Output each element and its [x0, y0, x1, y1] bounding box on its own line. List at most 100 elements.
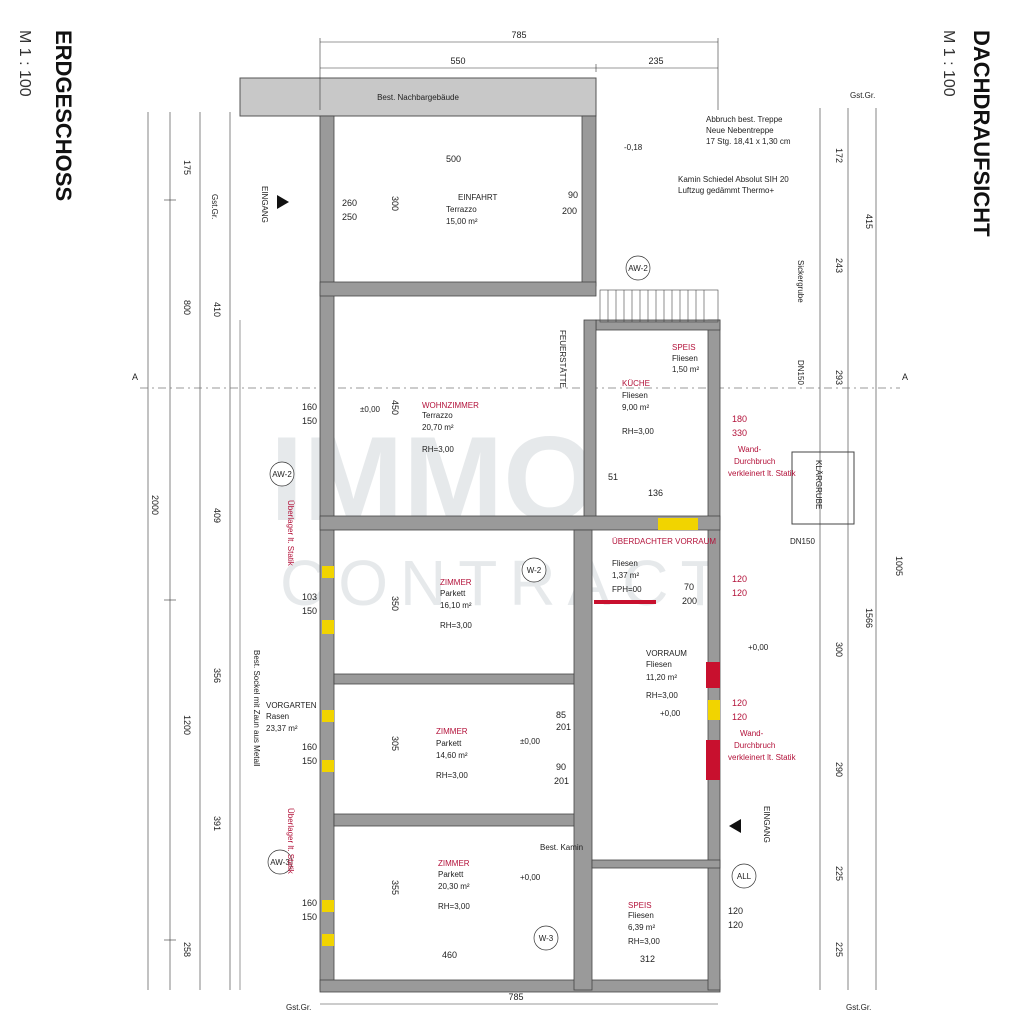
level-note-3: ±0,00: [520, 737, 541, 746]
room-zimmer-3: ZIMMER Parkett 20,30 m² RH=3,00: [438, 859, 470, 911]
feuerstaette-note: FEUERSTÄTTE: [558, 330, 567, 388]
svg-text:ZIMMER: ZIMMER: [440, 578, 472, 587]
dim-speis-120a: 120: [728, 906, 743, 916]
dim-win-330: 330: [732, 428, 747, 438]
dim-vr-70: 70: [684, 582, 694, 592]
dim-win-160b: 160: [302, 742, 317, 752]
svg-text:Fliesen: Fliesen: [672, 354, 698, 363]
tag-w3: W-3: [539, 934, 554, 943]
svg-text:Fliesen: Fliesen: [646, 660, 672, 669]
dim-top-left: 550: [450, 56, 465, 66]
svg-text:VORGARTEN: VORGARTEN: [266, 701, 317, 710]
svg-text:verkleinert lt. Statik: verkleinert lt. Statik: [728, 469, 797, 478]
svg-text:23,37 m²: 23,37 m²: [266, 724, 298, 733]
wall-opening-note-1: Wand- Durchbruch verkleinert lt. Statik: [728, 445, 797, 478]
best-kamin-note: Best. Kamin: [540, 843, 583, 852]
left-title: ERDGESCHOSS: [51, 30, 76, 201]
section-a-left: A: [132, 372, 138, 382]
svg-text:6,39 m²: 6,39 m²: [628, 923, 655, 932]
dim-left-409: 409: [212, 508, 222, 523]
room-kueche: KÜCHE Fliesen 9,00 m² RH=3,00: [622, 379, 654, 436]
top-dimensions: [319, 38, 719, 1005]
svg-text:Fliesen: Fliesen: [612, 559, 638, 568]
right-title: DACHDRAUFSICHT: [969, 30, 994, 237]
ueberlager-note-2: Überlager lt. Statik: [286, 808, 295, 875]
dim-left-356: 356: [212, 668, 222, 683]
dim-win-150a: 150: [302, 416, 317, 426]
room-einfahrt: EINFAHRT Terrazzo 15,00 m²: [446, 193, 498, 226]
dim-win-150d: 150: [302, 912, 317, 922]
dim-right-225a: 225: [834, 866, 844, 881]
dn150-bottom: DN150: [790, 537, 815, 546]
dim-left-391: 391: [212, 816, 222, 831]
dim-w120c: 120: [732, 698, 747, 708]
gst-gr-left: Gst.Gr.: [210, 194, 219, 219]
dim-win-150b: 150: [302, 606, 317, 616]
dim-85: 85: [556, 710, 566, 720]
dim-right-293: 293: [834, 370, 844, 385]
klaergrube: [791, 451, 855, 525]
tag-all: ALL: [737, 872, 752, 881]
dim-win-150c: 150: [302, 756, 317, 766]
svg-text:20,30 m²: 20,30 m²: [438, 882, 470, 891]
dim-90: 90: [568, 190, 578, 200]
dim-right-415: 415: [864, 214, 874, 229]
abbruch-note: Abbruch best. Treppe Neue Nebentreppe 17…: [706, 115, 791, 146]
svg-text:Durchbruch: Durchbruch: [734, 741, 775, 750]
svg-text:14,60 m²: 14,60 m²: [436, 751, 468, 760]
svg-text:Luftzug gedämmt Thermo+: Luftzug gedämmt Thermo+: [678, 186, 774, 195]
room-ueberdachter-vorraum: ÜBERDACHTER VORRAUM Fliesen 1,37 m² FPH=…: [612, 537, 716, 594]
svg-text:Wand-: Wand-: [738, 445, 762, 454]
svg-text:15,00 m²: 15,00 m²: [446, 217, 478, 226]
dim-vr-200: 200: [682, 596, 697, 606]
room-speis-2: SPEIS Fliesen 6,39 m² RH=3,00: [628, 901, 660, 946]
svg-text:Fliesen: Fliesen: [622, 391, 648, 400]
dim-h-350: 350: [390, 596, 400, 611]
neighbor-building: [239, 77, 597, 117]
dim-win-160c: 160: [302, 898, 317, 908]
svg-text:SPEIS: SPEIS: [672, 343, 696, 352]
dim-w120d: 120: [732, 712, 747, 722]
dim-right-225b: 225: [834, 942, 844, 957]
dim-win-180: 180: [732, 414, 747, 424]
watermark-sub: CONTRACT: [280, 547, 732, 619]
svg-text:20,70 m²: 20,70 m²: [422, 423, 454, 432]
dim-einfahrt-500: 500: [446, 154, 461, 164]
svg-text:RH=3,00: RH=3,00: [440, 621, 472, 630]
tag-aw2-left: AW-2: [272, 470, 292, 479]
svg-text:ZIMMER: ZIMMER: [438, 859, 470, 868]
dim-201b: 201: [554, 776, 569, 786]
klaergrube-label: KLÄRGRUBE: [814, 460, 823, 509]
entrance-label-right: EINGANG: [762, 806, 771, 843]
dim-left-2000: 2000: [150, 495, 160, 515]
dim-bottom-total: 785: [508, 992, 523, 1002]
svg-text:RH=3,00: RH=3,00: [436, 771, 468, 780]
tag-aw2-top: AW-2: [628, 264, 648, 273]
dim-200: 200: [562, 206, 577, 216]
dim-bottom-312: 312: [640, 954, 655, 964]
dim-top-total: 785: [511, 30, 526, 40]
stair: [599, 289, 719, 323]
right-dimensions: [819, 108, 877, 990]
level-note-6: +0,00: [660, 709, 681, 718]
area-vorgarten: VORGARTEN Rasen 23,37 m²: [266, 701, 317, 733]
left-scale: M 1 : 100: [16, 30, 33, 97]
svg-text:Durchbruch: Durchbruch: [734, 457, 775, 466]
svg-text:RH=3,00: RH=3,00: [438, 902, 470, 911]
svg-text:RH=3,00: RH=3,00: [628, 937, 660, 946]
dim-h-300: 300: [390, 196, 400, 211]
svg-text:Parkett: Parkett: [436, 739, 462, 748]
dim-w120a: 120: [732, 574, 747, 584]
tag-circles: [267, 255, 757, 951]
svg-text:ZIMMER: ZIMMER: [436, 727, 468, 736]
dim-bottom-460: 460: [442, 950, 457, 960]
svg-text:ÜBERDACHTER VORRAUM: ÜBERDACHTER VORRAUM: [612, 537, 716, 546]
svg-text:Wand-: Wand-: [740, 729, 764, 738]
room-zimmer-1: ZIMMER Parkett 16,10 m² RH=3,00: [440, 578, 472, 630]
neighbor-label: Best. Nachbargebäude: [377, 93, 459, 102]
dim-left-800: 800: [182, 300, 192, 315]
outer-walls: [319, 115, 721, 993]
entrance-label-left: EINGANG: [260, 186, 269, 223]
svg-text:Terrazzo: Terrazzo: [446, 205, 477, 214]
svg-text:1,37 m²: 1,37 m²: [612, 571, 639, 580]
